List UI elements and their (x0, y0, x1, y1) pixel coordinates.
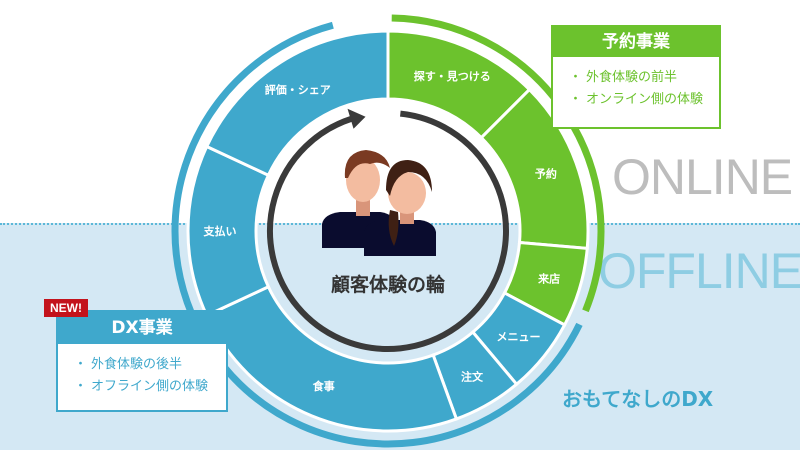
tagline: おもてなしのDX (562, 387, 714, 411)
reservation-item: オンライン側の体験 (569, 89, 719, 111)
reservation-business-box: 予約事業 外食体験の前半 オンライン側の体験 (551, 25, 721, 129)
wheel-title: 顧客体験の輪 (330, 274, 445, 296)
wheel-segment-label: 探す・見つける (414, 69, 491, 83)
wheel-segment-label: 予約 (535, 167, 557, 181)
wheel-segment (204, 284, 459, 433)
wheel-segment-label: 食事 (313, 379, 335, 393)
wheel-segment-label: 来店 (537, 272, 560, 286)
dx-item: オフライン側の体験 (74, 376, 226, 398)
customers-icon (322, 150, 436, 256)
wheel-segment-label: 支払い (203, 224, 237, 238)
wheel-segment-label: メニュー (497, 331, 541, 344)
wheel-segment-label: 注文 (461, 369, 484, 383)
offline-label: OFFLINE (598, 243, 800, 299)
wheel-segment (204, 29, 390, 178)
new-badge: NEW! (44, 299, 88, 317)
dx-item: 外食体験の後半 (74, 354, 226, 376)
wheel-segment-label: 評価・シェア (265, 82, 331, 96)
dx-business-box: DX事業 外食体験の後半 オフライン側の体験 (56, 310, 228, 412)
reservation-item: 外食体験の前半 (569, 67, 719, 89)
online-label: ONLINE (612, 149, 793, 205)
dx-box-title: DX事業 (58, 312, 226, 344)
cycle-arrow-icon (267, 108, 509, 352)
reservation-box-title: 予約事業 (553, 27, 719, 57)
